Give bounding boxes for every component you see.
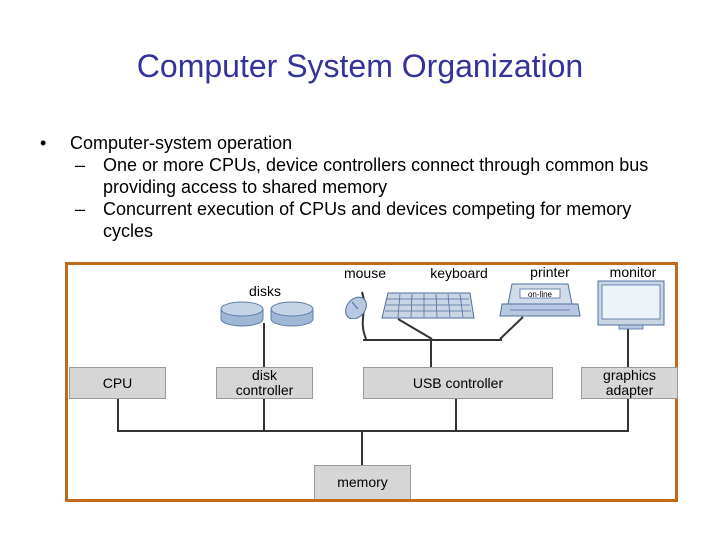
cpu-label: CPU: [102, 374, 133, 391]
bullet-text: Computer-system operation: [70, 133, 293, 153]
keyboard-icon: [381, 292, 475, 319]
sub-bullet-marker: –: [75, 199, 86, 219]
monitor-icon: [597, 280, 665, 330]
graphics-adapter-label: adapter: [605, 382, 654, 398]
printer-status-display: on-line: [527, 290, 552, 299]
memory-box: memory: [314, 465, 411, 499]
usb-controller-box: USB controller: [363, 367, 553, 399]
keyboard-cable: [397, 318, 433, 340]
sub-bullet-item: – One or more CPUs, device controllers c…: [40, 154, 720, 198]
disk-platter-icon: [220, 301, 264, 327]
keyboard-label: keyboard: [430, 265, 488, 281]
memory-label: memory: [337, 474, 388, 490]
bullet-list: • Computer-system operation – One or mor…: [40, 132, 720, 242]
sub-bullet-line: One or more CPUs, device controllers con…: [103, 155, 649, 175]
graphics-monitor-link: [627, 329, 629, 367]
disks-link: [263, 323, 265, 367]
cpu-bus-link: [117, 398, 119, 431]
bullet-marker: •: [40, 133, 47, 153]
printer-label: printer: [530, 264, 570, 280]
slide-title: Computer System Organization: [136, 48, 584, 84]
usb-hub-stem: [430, 339, 432, 367]
sub-bullet-line: Concurrent execution of CPUs and devices…: [103, 199, 632, 219]
printer-cable: [499, 316, 524, 340]
usb-hub-bar: [363, 339, 502, 341]
printer-icon: [499, 283, 581, 317]
bullet-item: • Computer-system operation: [40, 132, 720, 154]
monitor-label: monitor: [609, 264, 657, 280]
disk-controller-label: disk: [252, 367, 277, 383]
disk-controller-box: disk controller: [216, 367, 313, 399]
system-diagram: disks mouse keyboard printer monitor: [65, 262, 678, 502]
graphics-adapter-label: graphics: [603, 367, 656, 383]
disk-controller-bus-link: [263, 398, 265, 431]
sub-bullet-item: – Concurrent execution of CPUs and devic…: [40, 198, 720, 242]
mouse-label: mouse: [343, 265, 387, 281]
disk-platter-icon: [270, 301, 314, 327]
usb-controller-label: USB controller: [412, 374, 504, 391]
mouse-icon: [345, 296, 367, 319]
graphics-adapter-bus-link: [627, 398, 629, 431]
sub-bullet-line: cycles: [103, 221, 154, 241]
disks-icon: [220, 301, 314, 327]
disk-controller-label: controller: [235, 382, 294, 398]
cpu-box: CPU: [69, 367, 166, 399]
memory-bus-link: [361, 430, 363, 465]
mouse-cable: [361, 291, 367, 340]
sub-bullet-marker: –: [75, 155, 86, 175]
disks-label: disks: [249, 283, 281, 299]
device-cables: [361, 291, 524, 340]
usb-controller-bus-link: [455, 398, 457, 431]
sub-bullet-line: providing access to shared memory: [103, 177, 388, 197]
graphics-adapter-box: graphics adapter: [581, 367, 678, 399]
system-bus: [117, 430, 629, 432]
